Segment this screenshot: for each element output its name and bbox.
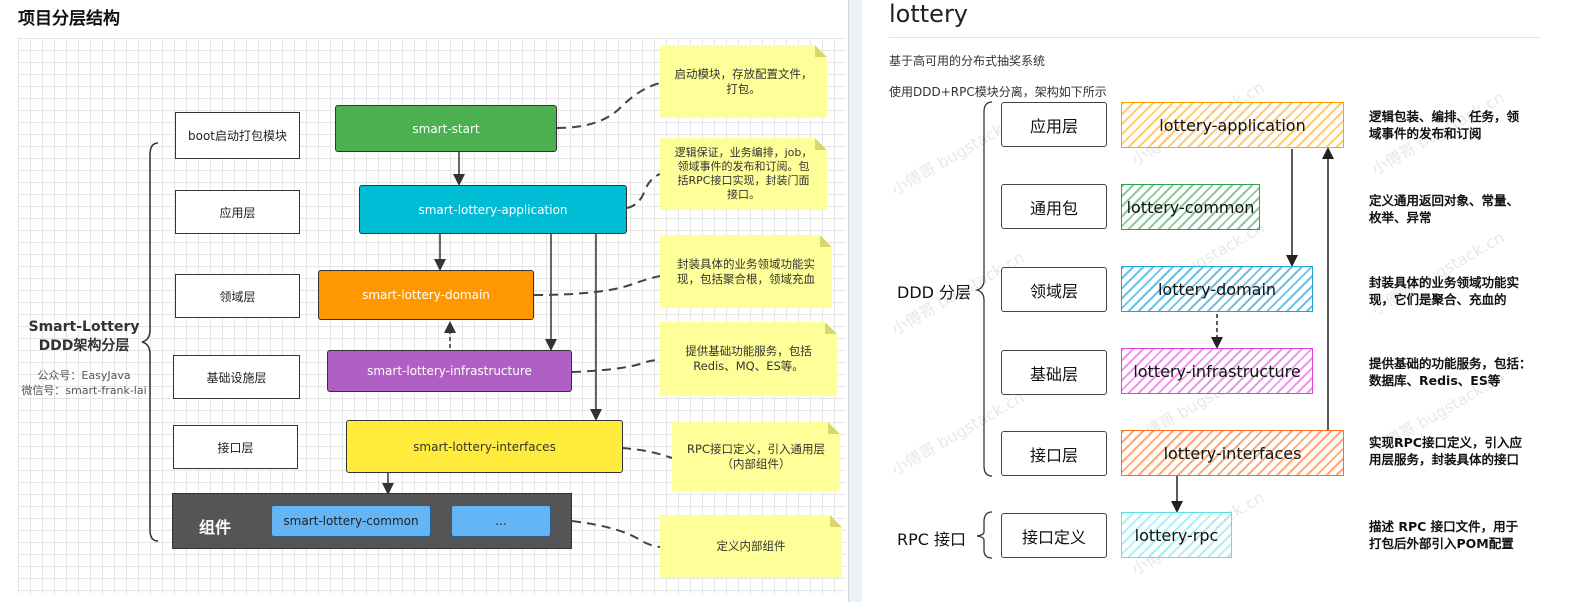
module-smart-start: smart-start — [335, 105, 557, 152]
layer-box-interfaces: 接口层 — [173, 425, 298, 469]
panel-divider — [848, 0, 863, 602]
left-brace — [141, 142, 159, 542]
r-module-lottery-infrastructure: lottery-infrastructure — [1121, 348, 1313, 394]
right-connectors — [974, 101, 1334, 559]
component-label: 组件 — [199, 518, 232, 537]
left-panel-title: 项目分层结构 — [18, 9, 120, 29]
module-smart-lottery-infrastructure: smart-lottery-infrastructure — [327, 350, 572, 392]
group-label-ddd: DDD 分层 — [897, 283, 972, 302]
r-module-lottery-application: lottery-application — [1121, 102, 1344, 148]
note-start: 启动模块，存放配置文件，打包。 — [660, 45, 827, 118]
main-title-line1: Smart-Lottery — [28, 319, 140, 335]
r-desc-infrastructure: 提供基础的功能服务，包括：数据库、Redis、ES等 — [1369, 356, 1532, 388]
note-domain: 封装具体的业务领域功能实现，包括聚合根，领域充血 — [660, 235, 832, 308]
module-more: ... — [451, 505, 551, 537]
r-module-lottery-interfaces: lottery-interfaces — [1121, 430, 1344, 476]
subtitle-line1: 公众号：EasyJava — [37, 369, 131, 382]
r-layer-infrastructure: 基础层 — [1001, 350, 1107, 395]
note-application: 逻辑保证，业务编排，job，领域事件的发布和订阅。包括RPC接口实现，封装门面接… — [660, 138, 827, 210]
left-connectors — [141, 82, 673, 548]
r-module-lottery-common: lottery-common — [1121, 184, 1260, 230]
layer-box-domain: 领域层 — [175, 274, 300, 318]
module-smart-lottery-domain: smart-lottery-domain — [318, 270, 534, 320]
r-desc-application: 逻辑包装、编排、任务，领域事件的发布和订阅 — [1369, 109, 1520, 141]
layer-box-boot: boot启动打包模块 — [175, 112, 300, 159]
layer-box-application: 应用层 — [175, 190, 300, 234]
right-panel: lottery 基于高可用的分布式抽奖系统 使用DDD+RPC模块分离，架构如下… — [862, 0, 1595, 602]
r-module-lottery-rpc: lottery-rpc — [1121, 512, 1232, 558]
desc-line-2: 使用DDD+RPC模块分离，架构如下所示 — [889, 85, 1107, 99]
group-label-rpc: RPC 接口 — [897, 530, 967, 549]
module-smart-lottery-application: smart-lottery-application — [359, 185, 627, 234]
subtitle-line2: 微信号：smart-frank-lai — [21, 384, 147, 397]
r-layer-domain: 领域层 — [1001, 267, 1107, 312]
r-desc-common: 定义通用返回对象、常量、枚举、异常 — [1369, 193, 1520, 225]
desc-line-1: 基于高可用的分布式抽奖系统 — [889, 54, 1046, 68]
diagram-main-title: Smart-Lottery DDD架构分层 — [20, 318, 148, 356]
component-container: 组件 smart-lottery-common ... — [172, 493, 572, 549]
r-layer-interfaces: 接口层 — [1001, 431, 1107, 476]
diagram-subtitle: 公众号：EasyJava 微信号：smart-frank-lai — [20, 368, 148, 398]
r-module-lottery-domain: lottery-domain — [1121, 266, 1313, 312]
main-title-line2: DDD架构分层 — [38, 338, 130, 354]
title-rule — [889, 37, 1541, 38]
note-component: 定义内部组件 — [660, 515, 842, 578]
module-smart-lottery-interfaces: smart-lottery-interfaces — [346, 420, 623, 473]
ddd-brace — [974, 101, 993, 477]
note-interfaces: RPC接口定义，引入通用层（内部组件） — [672, 422, 840, 491]
r-desc-rpc: 描述 RPC 接口文件，用于打包后外部引入POM配置 — [1369, 519, 1519, 551]
left-panel: 项目分层结构 Smart-Lottery DDD架构分层 公众号：EasyJav… — [0, 0, 848, 602]
r-layer-application: 应用层 — [1001, 102, 1107, 147]
right-panel-title: lottery — [889, 0, 969, 28]
rpc-brace — [976, 511, 993, 559]
r-desc-domain: 封装具体的业务领域功能实现，它们是聚合、充血的 — [1369, 275, 1520, 307]
r-layer-rpc: 接口定义 — [1001, 513, 1107, 558]
r-desc-interfaces: 实现RPC接口定义，引入应用层服务，封装具体的接口 — [1369, 435, 1522, 467]
r-layer-common: 通用包 — [1001, 184, 1107, 229]
layer-box-infrastructure: 基础设施层 — [173, 355, 300, 399]
module-smart-lottery-common: smart-lottery-common — [271, 505, 431, 537]
